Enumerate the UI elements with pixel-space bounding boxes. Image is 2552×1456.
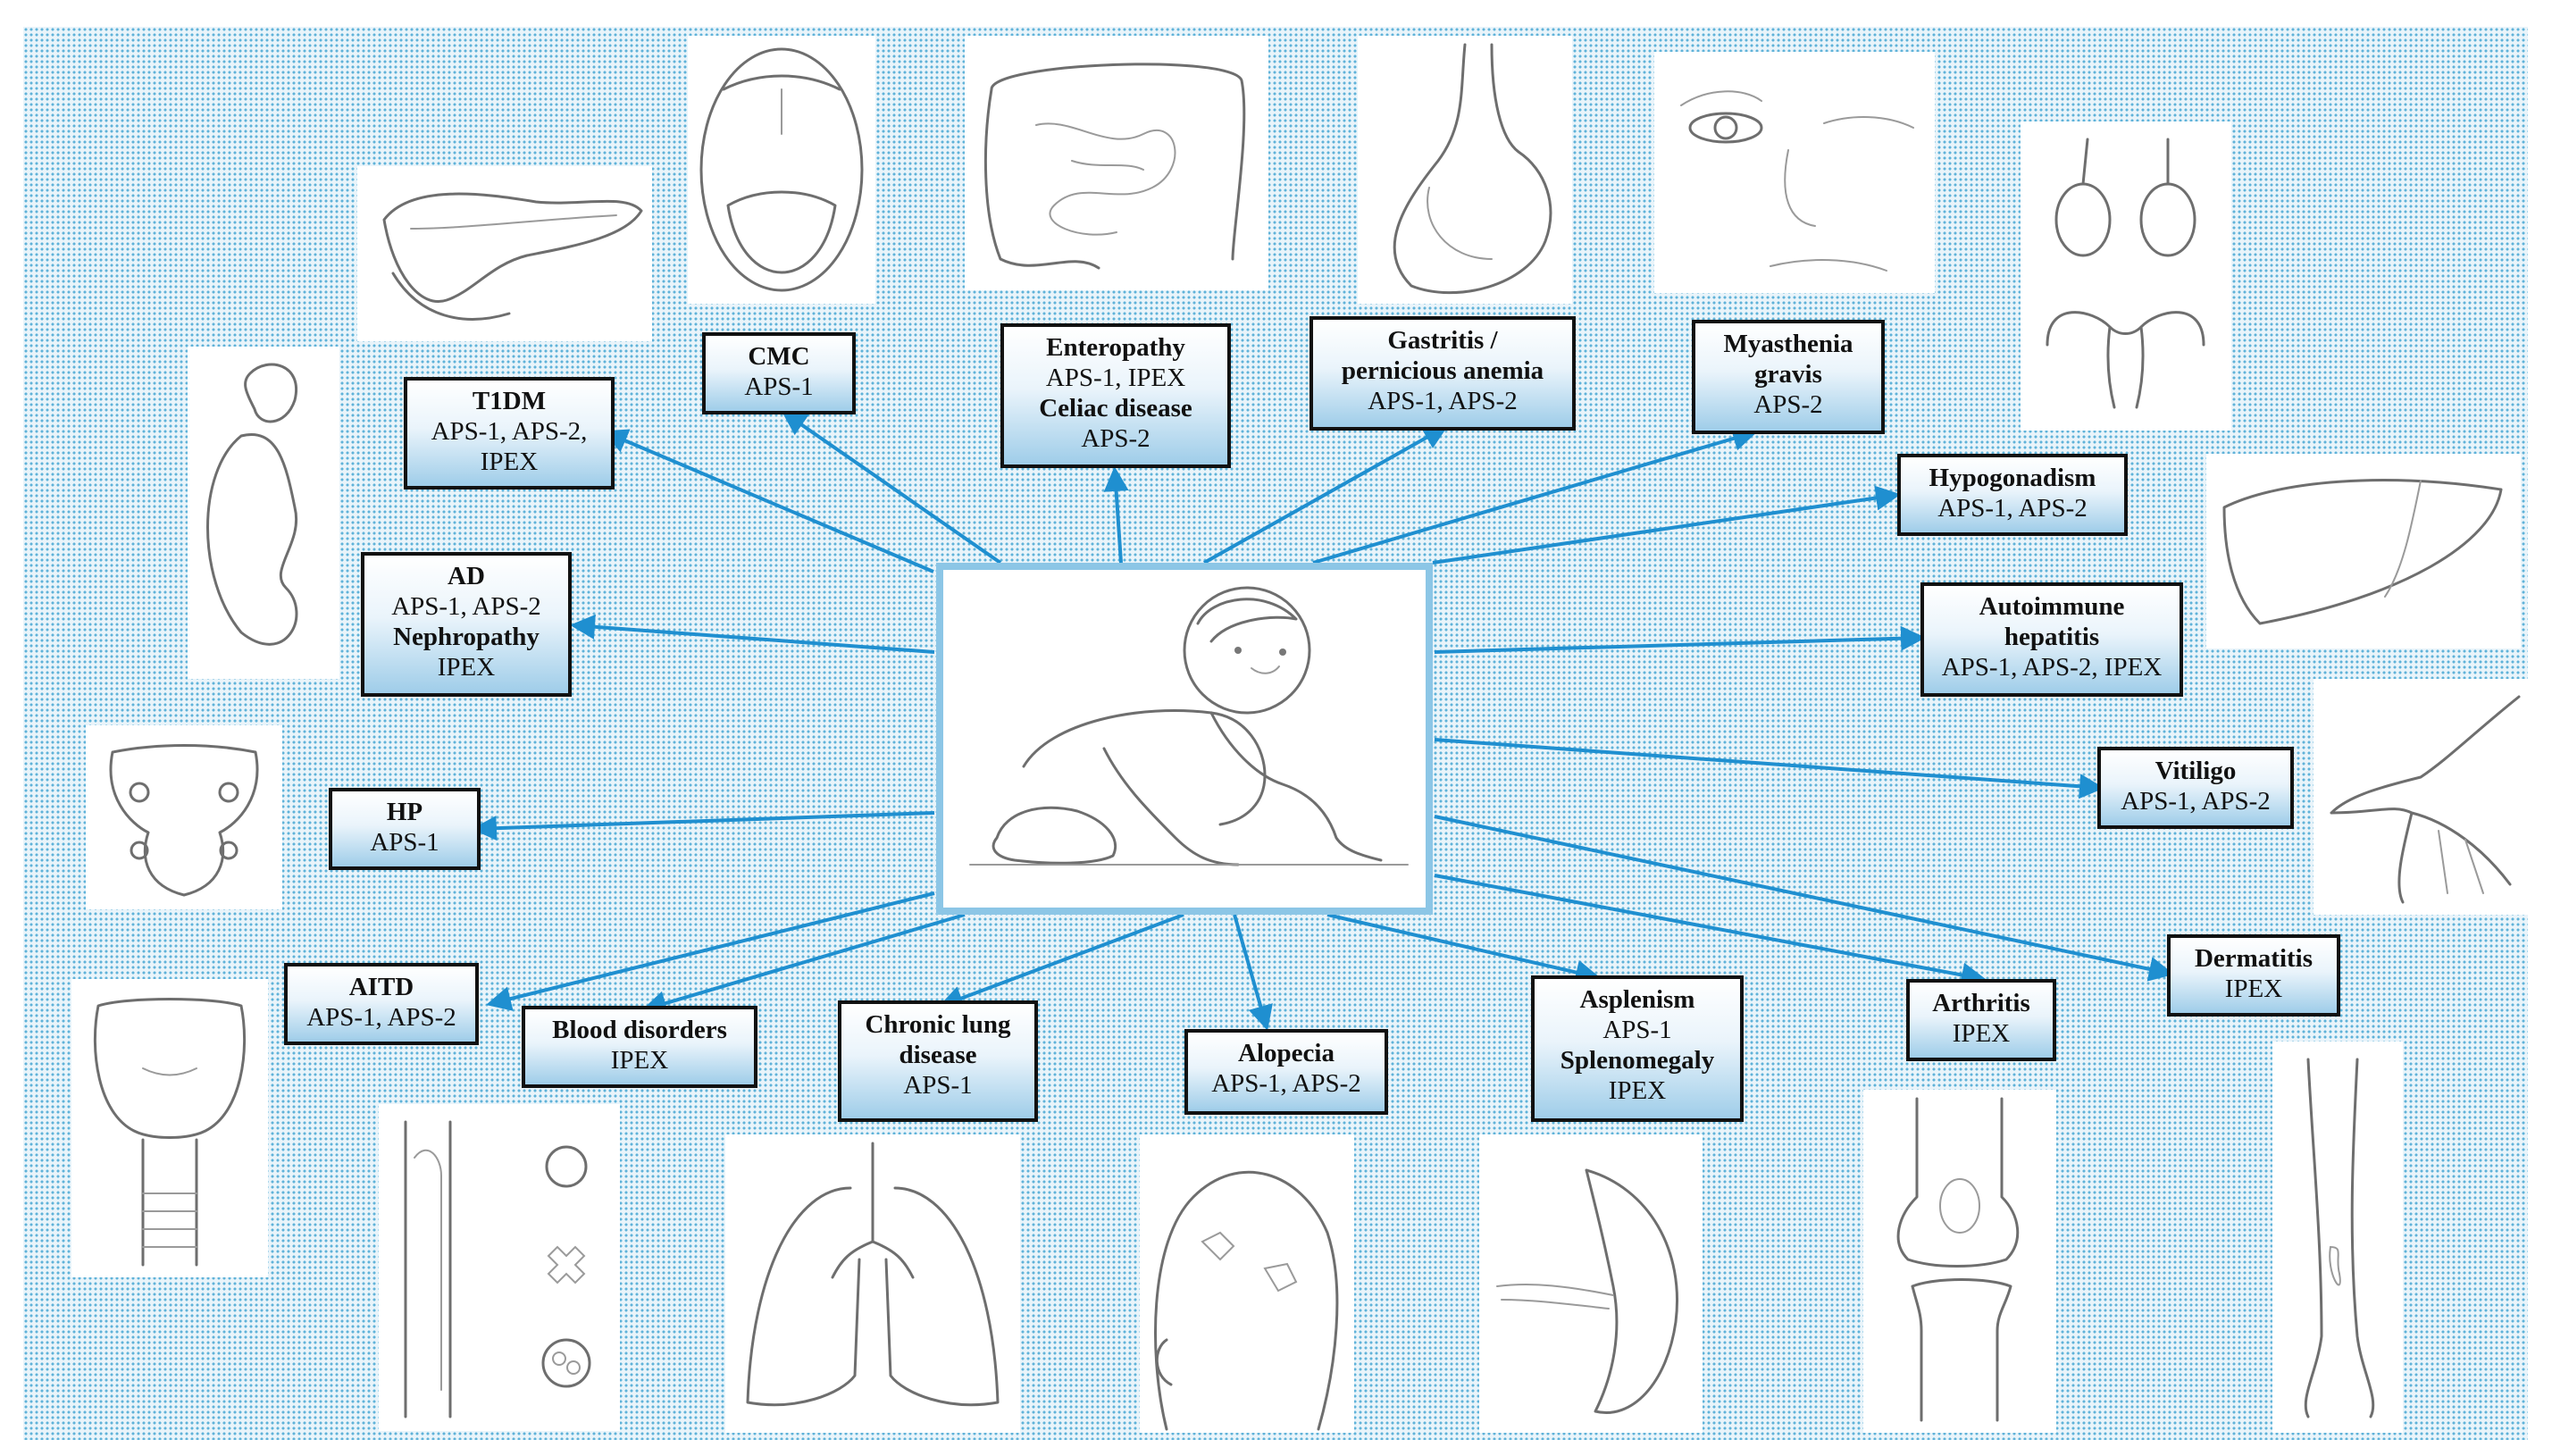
alopecia-line: APS-1, APS-2 (1211, 1069, 1361, 1098)
arthritis-title: Arthritis (1932, 989, 2030, 1017)
face-eye-icon (1654, 52, 1935, 293)
splenomegaly-line: IPEX (1608, 1076, 1667, 1105)
hp-box: HP APS-1 (329, 788, 481, 870)
t1dm-title: T1DM (472, 387, 547, 415)
dermatitis-line: IPEX (2224, 975, 2283, 1003)
gastritis-box: Gastritis / pernicious anemia APS-1, APS… (1309, 316, 1576, 431)
aitd-box: AITD APS-1, APS-2 (284, 963, 479, 1045)
lung-title-1: Chronic lung (865, 1010, 1011, 1039)
lung-title-2: disease (899, 1041, 977, 1069)
t1dm-line-2: IPEX (480, 448, 539, 476)
gastritis-title-1: Gastritis / (1387, 326, 1498, 355)
adrenal-kidney-icon (188, 347, 339, 679)
aitd-title: AITD (348, 973, 414, 1001)
nephropathy-title: Nephropathy (393, 623, 540, 651)
dermatitis-box: Dermatitis IPEX (2167, 934, 2340, 1017)
hypogonadism-title: Hypogonadism (1929, 464, 2096, 492)
liver-icon (2206, 454, 2521, 649)
enteropathy-line: APS-1, IPEX (1045, 364, 1186, 392)
celiac-title: Celiac disease (1039, 394, 1192, 423)
myasthenia-line: APS-2 (1753, 390, 1823, 419)
crawling-baby-icon (969, 586, 1409, 866)
celiac-line: APS-2 (1081, 424, 1150, 453)
spleen-icon (1479, 1134, 1703, 1433)
hepatitis-line: APS-1, APS-2, IPEX (1941, 653, 2163, 682)
head-alopecia-icon (1140, 1134, 1354, 1433)
nephropathy-line: IPEX (437, 653, 496, 682)
hand-icon (2314, 679, 2528, 915)
blood-box: Blood disorders IPEX (522, 1006, 757, 1088)
vitiligo-line: APS-1, APS-2 (2121, 787, 2271, 816)
hepatitis-title-1: Autoimmune (1979, 592, 2125, 621)
gonads-uterus-icon (2021, 121, 2231, 431)
myasthenia-title-1: Myasthenia (1723, 330, 1853, 358)
aitd-line: APS-1, APS-2 (306, 1003, 456, 1032)
ad-box: AD APS-1, APS-2 Nephropathy IPEX (361, 552, 572, 697)
center-baby-image (936, 563, 1433, 915)
lungs-icon (725, 1134, 1020, 1433)
pancreas-icon (357, 166, 652, 341)
splenomegaly-title: Splenomegaly (1560, 1046, 1715, 1075)
gastritis-title-2: pernicious anemia (1341, 356, 1544, 385)
cmc-box: CMC APS-1 (702, 332, 856, 414)
asplenism-line: APS-1 (1602, 1016, 1672, 1044)
vitiligo-title: Vitiligo (2155, 757, 2237, 785)
asplenism-title: Asplenism (1579, 985, 1695, 1014)
myasthenia-box: Myasthenia gravis APS-2 (1692, 320, 1885, 434)
enteropathy-box: Enteropathy APS-1, IPEX Celiac disease A… (1000, 323, 1231, 468)
cmc-title: CMC (748, 342, 810, 371)
hepatitis-box: Autoimmune hepatitis APS-1, APS-2, IPEX (1920, 582, 2183, 697)
alopecia-box: Alopecia APS-1, APS-2 (1184, 1029, 1388, 1115)
mouth-tongue-icon (688, 36, 875, 304)
asplenism-box: Asplenism APS-1 Splenomegaly IPEX (1531, 975, 1744, 1122)
ad-line: APS-1, APS-2 (391, 592, 541, 621)
cmc-line: APS-1 (744, 372, 814, 401)
enteropathy-title: Enteropathy (1046, 333, 1185, 362)
hypogonadism-line: APS-1, APS-2 (1937, 494, 2088, 523)
hypogonadism-box: Hypogonadism APS-1, APS-2 (1897, 454, 2128, 536)
arthritis-box: Arthritis IPEX (1906, 979, 2056, 1061)
thyroid-trachea-icon (71, 979, 268, 1277)
gastritis-line: APS-1, APS-2 (1368, 387, 1518, 415)
myasthenia-title-2: gravis (1754, 360, 1822, 389)
lung-line: APS-1 (903, 1071, 973, 1100)
hp-title: HP (386, 798, 423, 826)
t1dm-line-1: APS-1, APS-2, (431, 417, 588, 446)
parathyroid-icon (86, 725, 282, 909)
dermatitis-title: Dermatitis (2194, 944, 2314, 973)
intestine-icon (965, 36, 1268, 290)
blood-title: Blood disorders (552, 1016, 727, 1044)
alopecia-title: Alopecia (1238, 1039, 1335, 1067)
t1dm-box: T1DM APS-1, APS-2, IPEX (404, 377, 615, 490)
arm-icon (2272, 1042, 2403, 1433)
hp-line: APS-1 (370, 828, 439, 857)
knee-joint-icon (1863, 1090, 2056, 1433)
blood-line: IPEX (610, 1046, 669, 1075)
lung-box: Chronic lung disease APS-1 (838, 1000, 1038, 1122)
stomach-icon (1358, 36, 1572, 304)
ad-title: AD (448, 562, 485, 590)
vitiligo-box: Vitiligo APS-1, APS-2 (2097, 747, 2294, 829)
blood-cells-icon (379, 1104, 620, 1431)
hepatitis-title-2: hepatitis (2004, 623, 2100, 651)
arthritis-line: IPEX (1952, 1019, 2011, 1048)
